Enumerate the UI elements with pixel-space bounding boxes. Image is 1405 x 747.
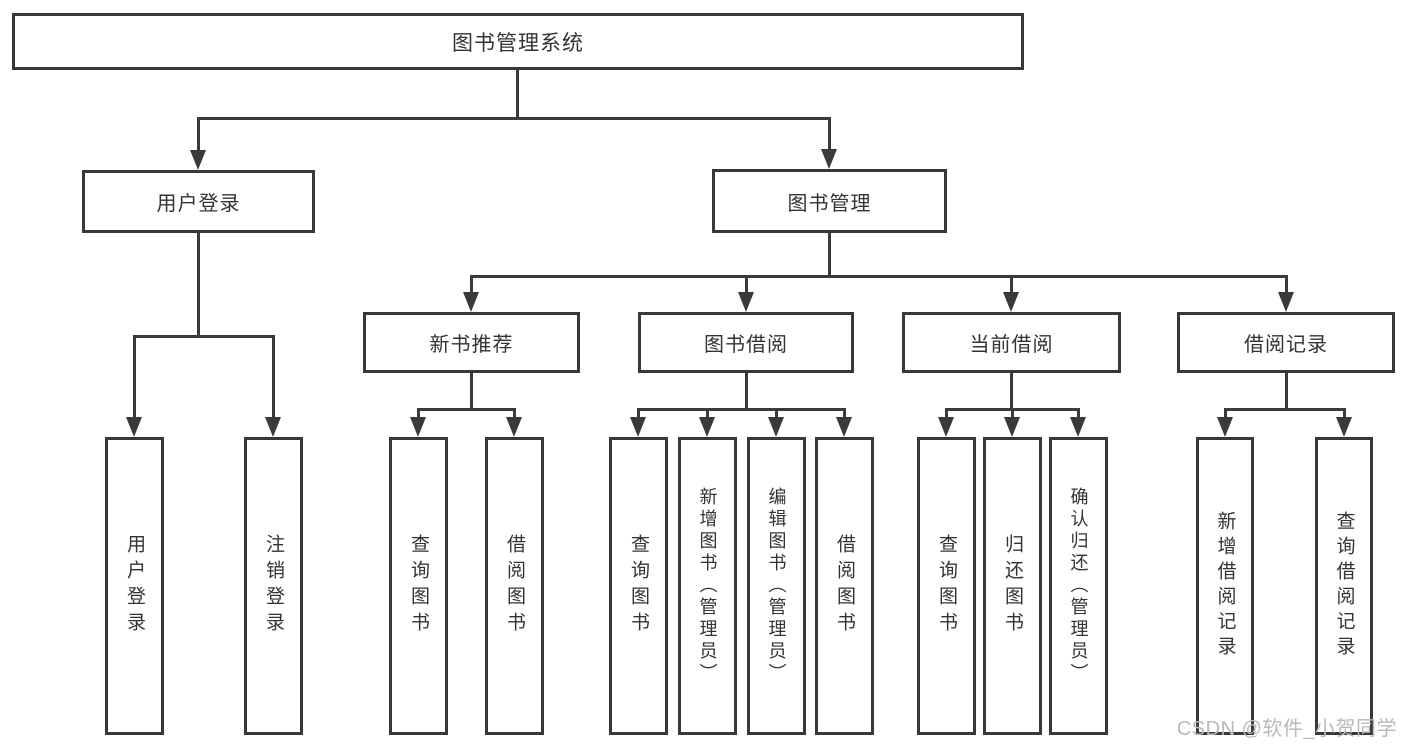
arrow-down-icon	[190, 150, 206, 170]
connector-drop-leaf	[1011, 408, 1014, 418]
node-root-library-system: 图书管理系统	[12, 13, 1024, 70]
arrow-down-icon	[1336, 417, 1352, 437]
connector-drop-leaf	[1077, 408, 1080, 418]
connector-cat1-bar	[637, 408, 846, 411]
leaf-borrow-books-recommend: 借阅图书	[485, 437, 544, 735]
connector-drop-leaf	[637, 408, 640, 418]
connector-drop-leaf	[513, 408, 516, 418]
connector-root-stem	[516, 69, 519, 117]
connector-drop-leaf	[133, 335, 136, 418]
arrow-down-icon	[1070, 417, 1086, 437]
leaf-borrow-books: 借阅图书	[815, 437, 874, 735]
leaf-add-book-admin: 新增图书（管理员）	[678, 437, 737, 735]
connector-login-bar	[133, 335, 275, 338]
connector-cat3-stem	[1285, 373, 1288, 408]
connector-drop-category	[745, 275, 748, 294]
connector-drop-leaf	[272, 335, 275, 418]
connector-drop-leaf	[775, 408, 778, 418]
arrow-down-icon	[938, 417, 954, 437]
connector-login-stem	[197, 233, 200, 335]
connector-cat2-stem	[1010, 373, 1013, 408]
arrow-down-icon	[463, 292, 479, 312]
connector-cat0-stem	[470, 373, 473, 408]
arrow-down-icon	[768, 417, 784, 437]
leaf-query-books-current: 查询图书	[917, 437, 976, 735]
arrow-down-icon	[410, 417, 426, 437]
node-borrow-records: 借阅记录	[1177, 312, 1395, 373]
leaf-query-borrow-record: 查询借阅记录	[1315, 437, 1373, 735]
connector-drop-category	[470, 275, 473, 294]
arrow-down-icon	[738, 292, 754, 312]
arrow-down-icon	[836, 417, 852, 437]
node-user-login: 用户登录	[82, 170, 315, 233]
leaf-add-borrow-record: 新增借阅记录	[1196, 437, 1254, 735]
leaf-logout: 注销登录	[244, 437, 303, 735]
arrow-down-icon	[265, 417, 281, 437]
leaf-user-login: 用户登录	[105, 437, 164, 735]
arrow-down-icon	[1217, 417, 1233, 437]
leaf-query-books-recommend: 查询图书	[389, 437, 448, 735]
connector-drop-category	[1285, 275, 1288, 294]
connector-root-bar	[197, 117, 831, 120]
connector-drop-leaf	[1224, 408, 1227, 418]
connector-drop-leaf	[843, 408, 846, 418]
watermark-text: CSDN @软件_小贺同学	[1176, 718, 1397, 740]
arrow-down-icon	[506, 417, 522, 437]
arrow-down-icon	[1004, 417, 1020, 437]
connector-drop-book-management	[828, 117, 831, 150]
leaf-return-books: 归还图书	[983, 437, 1042, 735]
arrow-down-icon	[630, 417, 646, 437]
connector-drop-leaf	[417, 408, 420, 418]
node-current-borrow: 当前借阅	[902, 312, 1121, 373]
connector-cat1-stem	[745, 373, 748, 408]
connector-drop-user-login	[197, 117, 200, 151]
connector-drop-leaf	[1343, 408, 1346, 418]
connector-drop-leaf	[945, 408, 948, 418]
connector-drop-leaf	[706, 408, 709, 418]
arrow-down-icon	[1003, 292, 1019, 312]
connector-manage-bar	[470, 275, 1288, 278]
leaf-confirm-return-admin: 确认归还（管理员）	[1049, 437, 1108, 735]
node-new-book-recommend: 新书推荐	[363, 312, 580, 373]
arrow-down-icon	[1278, 292, 1294, 312]
node-book-borrow: 图书借阅	[638, 312, 854, 373]
connector-drop-category	[1010, 275, 1013, 294]
arrow-down-icon	[126, 417, 142, 437]
leaf-edit-book-admin: 编辑图书（管理员）	[747, 437, 806, 735]
connector-cat3-bar	[1224, 408, 1346, 411]
arrow-down-icon	[821, 149, 837, 169]
connector-cat0-bar	[417, 408, 516, 411]
leaf-query-books-borrow: 查询图书	[609, 437, 668, 735]
arrow-down-icon	[699, 417, 715, 437]
node-book-management: 图书管理	[712, 169, 947, 233]
connector-manage-stem	[828, 233, 831, 278]
